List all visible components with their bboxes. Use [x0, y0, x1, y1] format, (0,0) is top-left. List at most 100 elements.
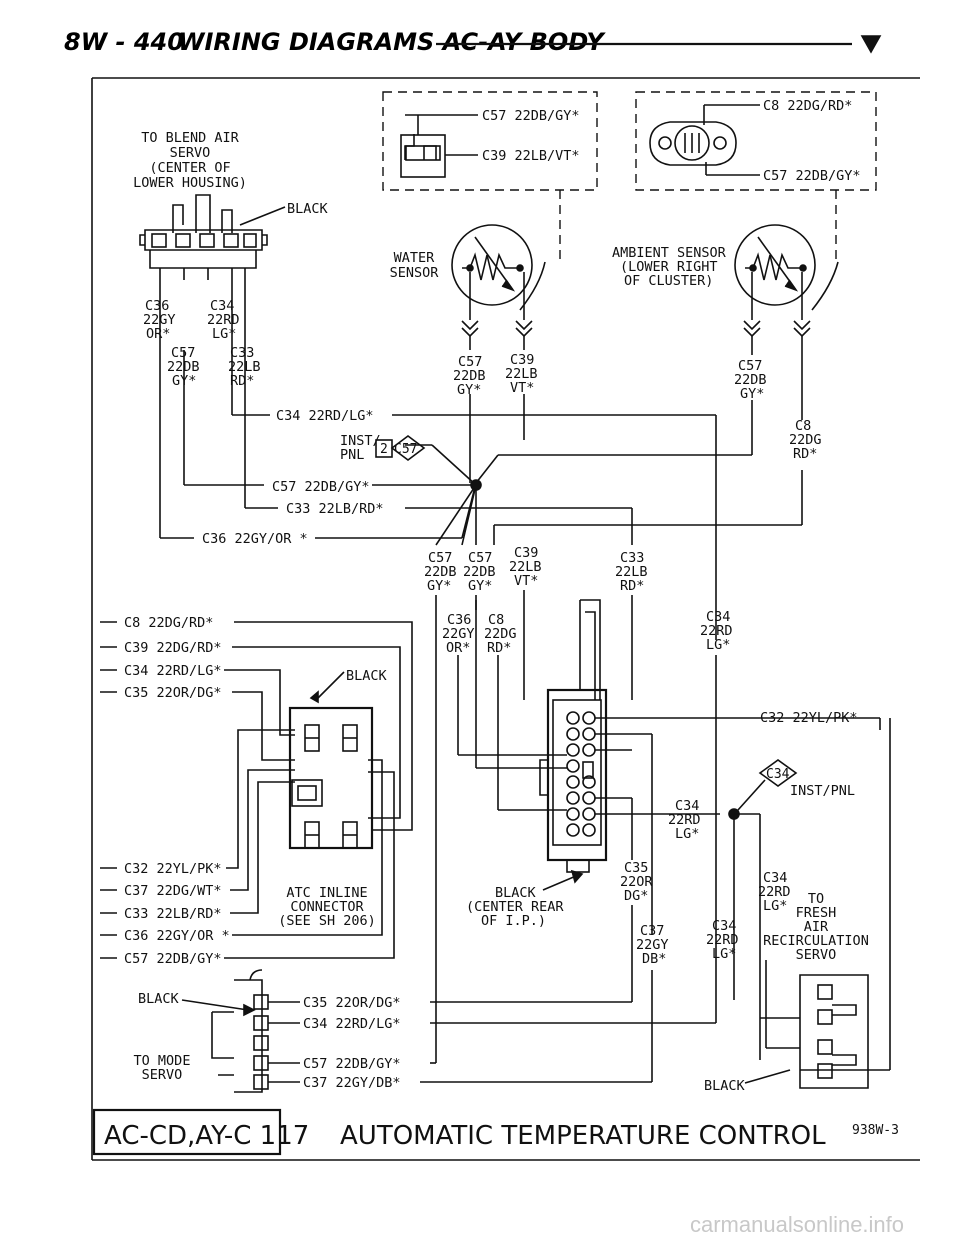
svg-text:GY*: GY*: [172, 373, 196, 389]
ambient-connector-icon: [649, 121, 737, 166]
arrowhead-icon: [570, 869, 584, 884]
atc-left-wires: [100, 621, 117, 959]
ambient-sensor-thermistor-icon: [734, 224, 839, 420]
svg-text:(CENTER OF: (CENTER OF: [149, 160, 230, 176]
svg-text:22RD: 22RD: [700, 623, 733, 639]
mode-wire-c35: C35 22OR/DG*: [303, 995, 401, 1011]
atc-wire-c34: C34 22RD/LG*: [124, 663, 222, 679]
svg-text:GY*: GY*: [457, 382, 481, 398]
svg-text:RD*: RD*: [620, 578, 644, 594]
svg-text:(SEE SH 206): (SEE SH 206): [278, 913, 376, 929]
splice-wiring: [160, 394, 803, 640]
fresh-air-servo-label: TO FRESH AIR RECIRCULATION SERVO: [763, 891, 869, 963]
svg-text:AMBIENT SENSOR: AMBIENT SENSOR: [612, 245, 727, 261]
svg-text:(LOWER RIGHT: (LOWER RIGHT: [620, 259, 718, 275]
svg-text:SERVO: SERVO: [796, 947, 837, 963]
water-connector-box: [382, 91, 598, 191]
center-wire-c57-b: C57 22DB GY*: [463, 550, 496, 594]
atc-wire-c8: C8 22DG/RD*: [124, 615, 213, 631]
svg-text:22DB: 22DB: [463, 564, 496, 580]
svg-text:ATC INLINE: ATC INLINE: [286, 885, 367, 901]
center-c37-wire: C37 22GY DB*: [636, 923, 669, 967]
svg-text:C8: C8: [795, 418, 811, 434]
svg-text:22RD: 22RD: [207, 312, 240, 328]
center-wire-c33: C33 22LB RD*: [615, 550, 648, 594]
svg-text:C57: C57: [468, 550, 492, 566]
svg-text:22LB: 22LB: [505, 366, 538, 382]
center-connector-color-label: BLACK (CENTER REAR OF I.P.): [466, 885, 564, 929]
svg-text:LG*: LG*: [763, 898, 787, 914]
svg-text:SERVO: SERVO: [170, 145, 211, 161]
svg-text:LG*: LG*: [675, 826, 699, 842]
center-wire-c34: C34 22RD LG*: [700, 609, 733, 653]
arrowhead-icon-3: [243, 1003, 256, 1017]
svg-text:C36: C36: [447, 612, 471, 628]
svg-text:RD*: RD*: [487, 640, 511, 656]
svg-text:C33: C33: [620, 550, 644, 566]
triangle-marker-icon: [860, 35, 882, 54]
center-wire-c36: C36 22GY OR*: [442, 612, 475, 656]
page-title: WIRING DIAGRAMS AC-AY BODY: [178, 28, 606, 56]
mode-servo-label: TO MODE SERVO: [134, 1053, 191, 1083]
svg-text:C34: C34: [763, 870, 787, 886]
svg-text:C37: C37: [640, 923, 664, 939]
footer-title: AUTOMATIC TEMPERATURE CONTROL: [340, 1121, 826, 1151]
blend-leader: [239, 206, 286, 226]
inst-pnl-c34-label: INST/PNL: [790, 783, 855, 799]
svg-text:22DG: 22DG: [484, 626, 517, 642]
svg-text:C57: C57: [428, 550, 452, 566]
atc-inline-color: BLACK: [346, 668, 388, 684]
blend-pin-c57: C57 22DB GY*: [167, 345, 200, 389]
inst-pnl-wire-b: C34 22RD LG*: [706, 918, 739, 962]
blend-pin-c34: C34 22RD LG*: [207, 298, 240, 342]
blend-servo-pin-wires: [159, 268, 270, 538]
mode-wire-c37: C37 22GY/DB*: [303, 1075, 401, 1091]
inst-pnl-c34-name: C34: [766, 767, 790, 782]
svg-text:OR*: OR*: [146, 326, 170, 342]
svg-text:22DB: 22DB: [424, 564, 457, 580]
mode-servo-return-wires: [420, 905, 717, 1083]
center-wire-c57-a: C57 22DB GY*: [424, 550, 457, 594]
svg-text:AIR: AIR: [804, 919, 829, 935]
footer-fig-code: 938W-3: [852, 1123, 899, 1138]
water-sensor-label: WATER SENSOR: [390, 250, 440, 281]
svg-text:22DB: 22DB: [453, 368, 486, 384]
svg-text:GY*: GY*: [427, 578, 451, 594]
svg-text:22LB: 22LB: [228, 359, 261, 375]
svg-text:C57: C57: [458, 354, 482, 370]
svg-text:CONNECTOR: CONNECTOR: [290, 899, 364, 915]
mode-wire-c34: C34 22RD/LG*: [303, 1016, 401, 1032]
svg-text:TO MODE: TO MODE: [134, 1053, 191, 1069]
mode-wire-c57: C57 22DB/GY*: [303, 1056, 401, 1072]
svg-text:22DG: 22DG: [789, 432, 822, 448]
svg-text:FRESH: FRESH: [796, 905, 837, 921]
ambient-box-wire-c57: C57 22DB/GY*: [763, 168, 861, 184]
water-pin-c57: C57 22DB GY*: [453, 354, 486, 398]
center-connector: [539, 599, 881, 935]
svg-text:C34: C34: [706, 609, 730, 625]
atc-wire-c57: C57 22DB/GY*: [124, 951, 222, 967]
ambient-connector-box: [635, 91, 877, 191]
svg-text:OF CLUSTER): OF CLUSTER): [624, 273, 713, 289]
watermark: carmanualsonline.info: [690, 1212, 904, 1237]
svg-text:INST/: INST/: [340, 433, 381, 449]
svg-text:(CENTER REAR: (CENTER REAR: [466, 899, 564, 915]
atc-wire-c39: C39 22DG/RD*: [124, 640, 222, 656]
svg-text:C57: C57: [738, 358, 762, 374]
center-c32-label: C32 22YL/PK*: [760, 710, 858, 726]
water-box-wire-c57: C57 22DB/GY*: [482, 108, 580, 124]
blend-servo-label: TO BLEND AIR SERVO (CENTER OF LOWER HOUS…: [133, 130, 247, 191]
svg-text:OF I.P.): OF I.P.): [481, 913, 546, 929]
svg-text:C34: C34: [675, 798, 699, 814]
center-wire-c39: C39 22LB VT*: [509, 545, 542, 589]
svg-text:RECIRCULATION: RECIRCULATION: [763, 933, 869, 949]
ambient-box-wire-c8: C8 22DG/RD*: [763, 98, 852, 114]
center-wire-c8: C8 22DG RD*: [484, 612, 517, 656]
svg-text:22GY: 22GY: [636, 937, 669, 953]
mode-servo-color: BLACK: [138, 991, 180, 1007]
atc-wire-c35: C35 22OR/DG*: [124, 685, 222, 701]
blend-servo-color: BLACK: [287, 201, 329, 217]
blend-pin-c36: C36 22GY OR*: [143, 298, 176, 342]
svg-text:22GY: 22GY: [442, 626, 475, 642]
svg-text:DG*: DG*: [624, 888, 648, 904]
